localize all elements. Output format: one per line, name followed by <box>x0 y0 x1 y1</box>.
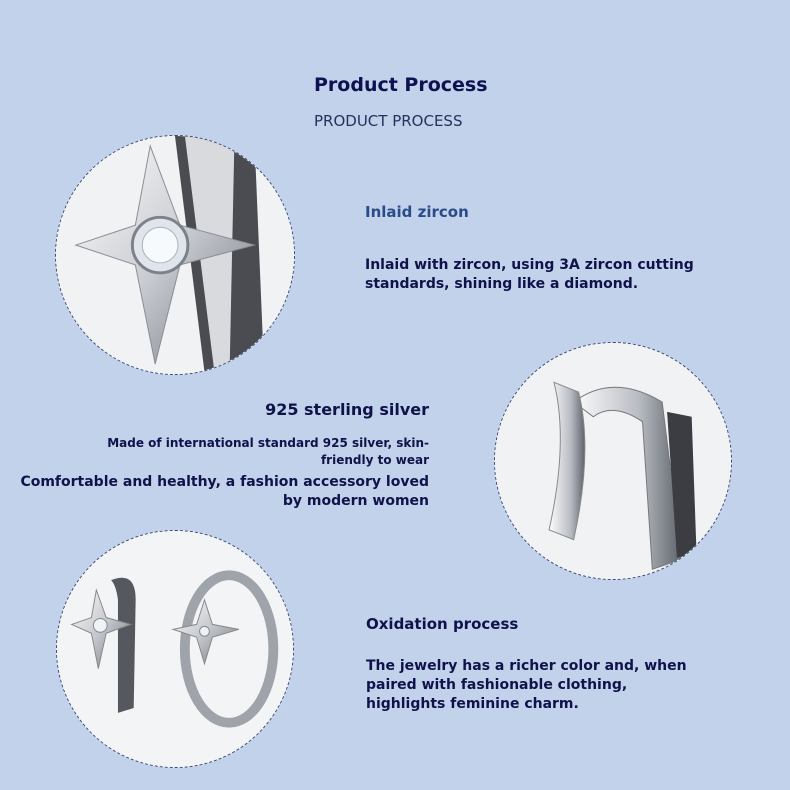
text-line: The jewelry has a richer color and, when <box>366 658 687 674</box>
section-text-sterling-silver: Comfortable and healthy, a fashion acces… <box>20 473 429 511</box>
section-text-oxidation: The jewelry has a richer color and, when… <box>366 657 687 714</box>
section-text-inlaid-zircon: Inlaid with zircon, using 3A zircon cutt… <box>365 256 694 294</box>
text-line: standards, shining like a diamond. <box>365 276 639 292</box>
text-line: Made of international standard 925 silve… <box>107 436 429 450</box>
section-heading-sterling-silver: 925 sterling silver <box>265 400 429 419</box>
page-subtitle: PRODUCT PROCESS <box>314 112 463 130</box>
section-heading-inlaid-zircon: Inlaid zircon <box>365 203 469 221</box>
earrings-pair-image <box>56 530 294 768</box>
section-heading-oxidation: Oxidation process <box>366 615 519 633</box>
text-line: paired with fashionable clothing, <box>366 677 628 693</box>
zircon-closeup-image <box>55 135 295 375</box>
text-line: by modern women <box>282 493 429 509</box>
section-subtext-sterling-silver: Made of international standard 925 silve… <box>107 435 429 469</box>
text-line: Comfortable and healthy, a fashion acces… <box>20 474 429 490</box>
text-line: Inlaid with zircon, using 3A zircon cutt… <box>365 257 694 273</box>
text-line: highlights feminine charm. <box>366 696 579 712</box>
text-line: friendly to wear <box>320 453 429 467</box>
page-title: Product Process <box>314 74 488 96</box>
hoop-closeup-image <box>494 342 732 580</box>
